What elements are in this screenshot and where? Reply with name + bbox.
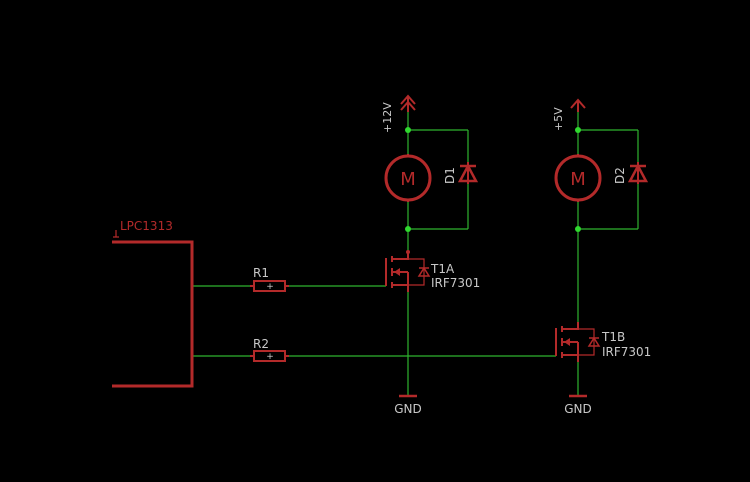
t1a-drain-pin: [406, 250, 410, 254]
supply-5v-arrow: [570, 98, 586, 112]
mcu-outline: [112, 240, 194, 388]
t1a-diode-wire: [408, 258, 425, 286]
resistor-r2[interactable]: + R2: [250, 337, 289, 362]
supply-5v[interactable]: +5V: [552, 98, 586, 131]
t1b-name: T1B: [601, 330, 625, 344]
d1-label: D1: [443, 167, 457, 184]
r1-mark: +: [266, 282, 274, 292]
d2-triangle: [627, 163, 649, 183]
t1a-diode-tri: [417, 266, 431, 277]
t1a-name: T1A: [430, 262, 455, 276]
t1a-arrow: [394, 268, 400, 276]
mosfet-t1a[interactable]: T1A IRF7301: [385, 250, 480, 292]
t1b-diode-tri: [587, 336, 601, 347]
ground-1[interactable]: GND: [394, 394, 422, 416]
mcu-label: LPC1313: [120, 219, 173, 233]
motor-m1-label: M: [400, 169, 416, 190]
resistor-r1[interactable]: + R1: [250, 266, 289, 292]
motor-m2-label: M: [570, 169, 586, 190]
gnd1-label: GND: [394, 402, 422, 416]
mcu-origin-mark: [113, 230, 119, 238]
supply-12v-label: +12V: [381, 102, 394, 133]
junction-b-bottom: [575, 226, 581, 232]
ground-2[interactable]: GND: [564, 394, 592, 416]
t1b-value: IRF7301: [602, 345, 651, 359]
supply-12v[interactable]: +12V: [381, 94, 416, 133]
t1b-arrow: [564, 338, 570, 346]
wires: [192, 112, 639, 396]
t1b-diode-wire: [578, 328, 595, 356]
junction-b-top: [575, 127, 581, 133]
t1a-value: IRF7301: [431, 276, 480, 290]
supply-12v-arrow: [400, 94, 416, 112]
junction-a-top: [405, 127, 411, 133]
diode-d2[interactable]: D2: [613, 162, 649, 184]
motor-m1[interactable]: M: [384, 154, 432, 202]
diode-d1[interactable]: D1: [443, 162, 479, 184]
r2-mark: +: [266, 352, 274, 362]
motor-m2[interactable]: M: [554, 154, 602, 202]
junction-a-bottom: [405, 226, 411, 232]
mcu-block[interactable]: LPC1313: [112, 219, 194, 388]
d1-triangle: [457, 163, 479, 183]
mosfet-t1b[interactable]: T1B IRF7301: [555, 322, 651, 362]
gnd2-label: GND: [564, 402, 592, 416]
r1-label: R1: [253, 266, 269, 280]
r2-label: R2: [253, 337, 269, 351]
junctions: [405, 127, 581, 232]
d2-label: D2: [613, 167, 627, 184]
supply-5v-label: +5V: [552, 107, 565, 131]
